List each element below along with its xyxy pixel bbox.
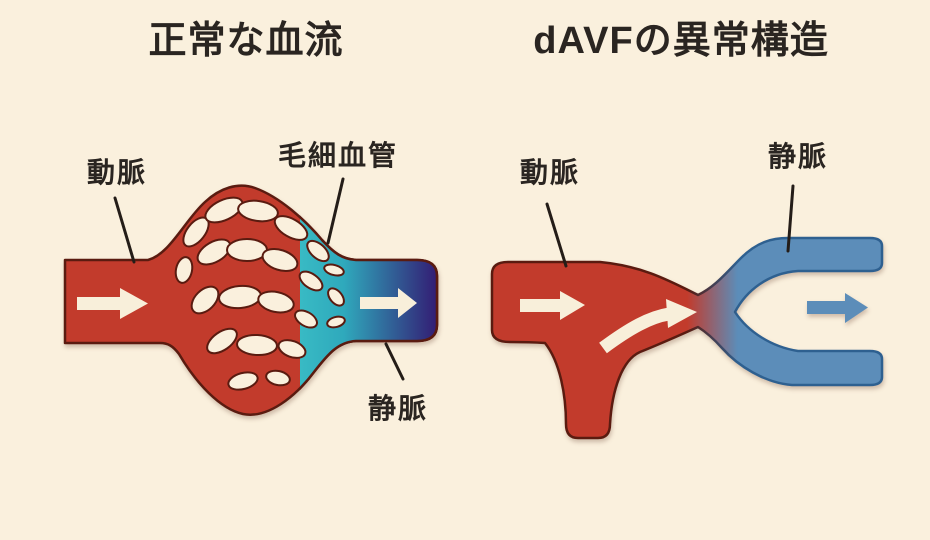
capillary-network-gaps <box>174 196 346 391</box>
right-vein-label: 静脈 <box>767 141 829 172</box>
capillary-leader-line <box>326 177 345 245</box>
left-artery-leader-line <box>113 196 136 264</box>
leader-lines <box>113 177 795 381</box>
artery-flow-arrow <box>77 288 148 319</box>
right-artery-leader-line <box>545 202 568 268</box>
left-vein-leader-line <box>384 342 405 381</box>
fistula-silhouette <box>490 236 884 440</box>
right-artery-label: 動脈 <box>519 157 581 188</box>
right-diagram-title: dAVFの異常構造 <box>533 20 829 62</box>
artery-flow-arrow-right <box>520 291 585 320</box>
left-artery-label: 動脈 <box>86 157 148 188</box>
shunt-flow-arrow <box>599 299 697 354</box>
capillary-label: 毛細血管 <box>277 140 399 171</box>
left-vein-label: 静脈 <box>367 393 429 424</box>
left-diagram-title: 正常な血流 <box>148 20 344 62</box>
right-vein-leader-line <box>786 184 795 253</box>
vein-flow-arrow-right <box>807 293 868 323</box>
davf-shunt-vessel <box>490 236 884 440</box>
vein-flow-arrow <box>360 288 417 318</box>
normal-flow-vessel <box>63 184 439 416</box>
